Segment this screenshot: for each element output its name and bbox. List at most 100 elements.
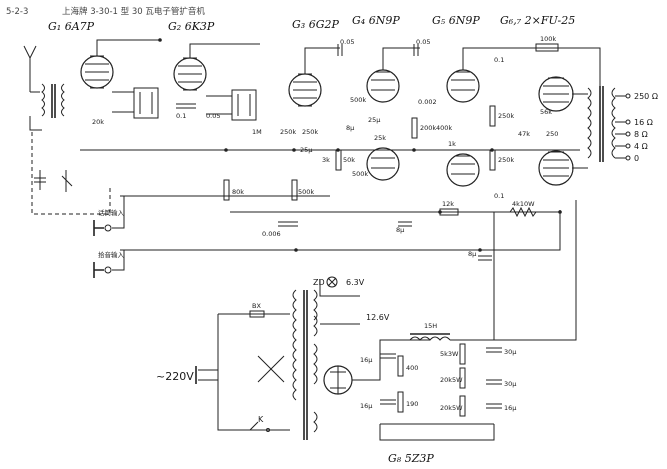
r12k-label: 12k: [442, 200, 454, 208]
r500b-label: 500k: [352, 170, 368, 178]
if-transformer-2: [206, 89, 257, 121]
filter-choke: [409, 212, 495, 341]
phono-input-label: 拾音输入: [98, 250, 125, 259]
r500c-label: 500k: [350, 96, 366, 104]
if-transformer-1: [112, 87, 159, 119]
c30a-label: 30μ: [504, 348, 516, 356]
diagram-title: 上海牌 3-30-1 型 30 瓦电子管扩音机: [62, 6, 205, 17]
feedback-resistor-label: 100k: [540, 35, 556, 43]
tube-label-g1: G₁ 6A7P: [48, 20, 95, 33]
r500a-label: 500k: [298, 188, 314, 196]
c25a-label: 25μ: [300, 146, 312, 154]
r1m-label: 1M: [252, 128, 262, 136]
tube-g2: [173, 43, 260, 91]
tube-g3: [288, 47, 340, 107]
c25b-label: 25μ: [368, 116, 380, 124]
r4k10w-label: 4k10W: [512, 200, 535, 208]
c16b-label: 16μ: [360, 402, 372, 410]
r250b-label: 250k: [302, 128, 318, 136]
output-16-label: 16 Ω: [634, 118, 653, 127]
r25k-label: 25k: [374, 134, 386, 142]
c16c-label: 16μ: [504, 404, 516, 412]
r250a-label: 250k: [280, 128, 296, 136]
tube-label-g5: G₅ 6N9P: [432, 14, 480, 27]
zd-label: ZD: [313, 278, 325, 287]
ground-bus: [120, 210, 561, 251]
fuse-label: BX: [252, 302, 261, 310]
output-8-label: 8 Ω: [634, 130, 648, 139]
heater-63-label: 6.3V: [346, 278, 365, 287]
input-transformer: [29, 83, 65, 131]
mains-wiring: [195, 310, 290, 432]
r250d-label: 250k: [498, 112, 514, 120]
rectifier-tube-g8: [323, 339, 430, 395]
c01c-label: 0.1: [494, 192, 504, 200]
r400-label: 400: [406, 364, 418, 372]
r20w-label: 20k5W: [440, 376, 463, 384]
output-4-label: 4 Ω: [634, 142, 648, 151]
r200k-label: 200k: [420, 124, 436, 132]
r1k-label: 1k: [448, 140, 456, 148]
r200k: [411, 117, 418, 139]
cap-c005b: [337, 44, 343, 56]
tube-g4: [366, 47, 420, 181]
tube-label-g3: G₃ 6G2P: [292, 18, 339, 31]
heater-126-label: 12.6V: [366, 313, 390, 322]
c005a-label: 0.05: [206, 112, 220, 120]
r250d: [489, 105, 496, 127]
cap-c0006: [278, 221, 298, 227]
feedback-wire: [500, 47, 601, 86]
tube-label-g2: G₂ 6K3P: [168, 20, 215, 33]
cap-c8b: [398, 221, 412, 227]
r5w-label: 5k3W: [440, 350, 459, 358]
r400k-label: 400k: [436, 124, 452, 132]
choke-label: 15H: [424, 322, 437, 330]
cap-c8c: [478, 255, 492, 261]
c8c-label: 8μ: [468, 250, 476, 258]
c8b-label: 8μ: [396, 226, 404, 234]
r3k-label: 3k: [322, 156, 330, 164]
mic-input-label: 话筒输入: [98, 208, 125, 217]
phono-input-jack: [93, 250, 125, 278]
r500a: [291, 179, 298, 201]
r250e: [489, 149, 496, 171]
power-transformer: [292, 280, 360, 440]
tube-g5: [446, 47, 500, 187]
c0002-label: 0.002: [418, 98, 437, 106]
tube-label-g8: G₈ 5Z3P: [388, 452, 434, 465]
r80k-label: 80k: [232, 188, 244, 196]
c01b-label: 0.1: [494, 56, 504, 64]
mains-voltage-label: ~220V: [156, 370, 194, 383]
cap-c01: [176, 103, 196, 109]
tube-g1: [80, 39, 160, 89]
c8a-label: 8μ: [346, 124, 354, 132]
r80k: [223, 179, 230, 201]
r50k: [335, 149, 342, 171]
c005b-label: 0.05: [340, 38, 354, 46]
cap-c005c: [413, 44, 419, 56]
output-250-label: 250 Ω: [634, 92, 658, 101]
filter-capacitors: [380, 343, 502, 425]
tube-label-g67: G₆,₇ 2×FU-25: [500, 14, 575, 27]
c0006-label: 0.006: [262, 230, 281, 238]
c01-label: 0.1: [176, 112, 186, 120]
tube-g6: [538, 76, 574, 112]
section-number: 5-2-3: [6, 7, 28, 17]
output-0-label: 0: [634, 154, 639, 163]
r50k-label: 50k: [343, 156, 355, 164]
output-transformer: [572, 86, 631, 169]
junction-dots: [158, 38, 562, 252]
r250e-label: 250k: [498, 156, 514, 164]
c005c-label: 0.05: [416, 38, 430, 46]
tube-label-g4: G₄ 6N9P: [352, 14, 400, 27]
switch-label: K: [258, 415, 264, 424]
r190-label: 190: [406, 400, 418, 408]
mic-input-jack: [93, 196, 125, 236]
r4k10w: [509, 206, 537, 218]
b-plus-feed: [494, 200, 577, 341]
r20k-label: 20k: [92, 118, 104, 126]
r250c-label: 250: [546, 130, 558, 138]
r47k-label: 47k: [518, 130, 530, 138]
